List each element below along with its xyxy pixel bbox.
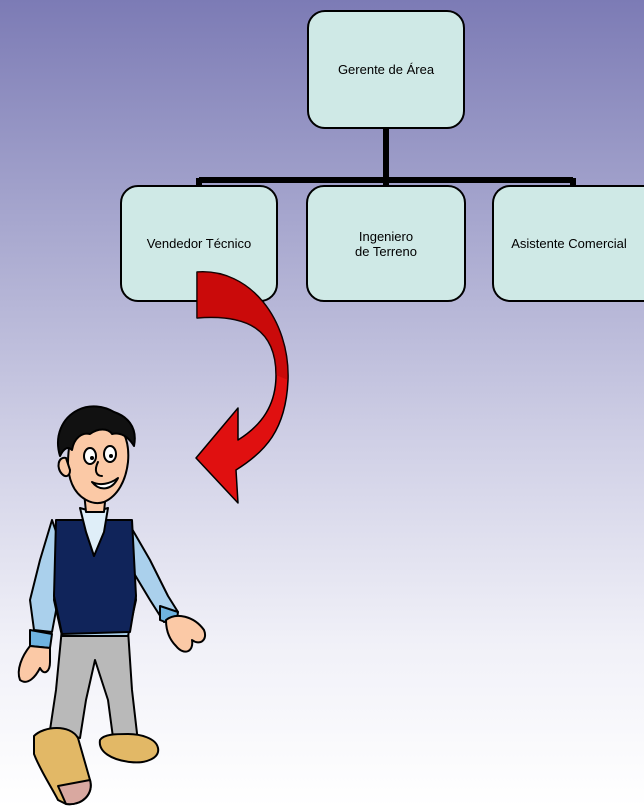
- node-gerente-de-area: Gerente de Área: [307, 10, 465, 129]
- node-label: Ingeniero de Terreno: [355, 228, 417, 259]
- node-label: Vendedor Técnico: [146, 236, 252, 251]
- node-label: Asistente Comercial: [511, 236, 627, 251]
- node-label: Gerente de Área: [337, 62, 435, 77]
- node-asistente-comercial: Asistente Comercial: [492, 185, 644, 302]
- node-ingeniero-de-terreno: Ingeniero de Terreno: [306, 185, 466, 302]
